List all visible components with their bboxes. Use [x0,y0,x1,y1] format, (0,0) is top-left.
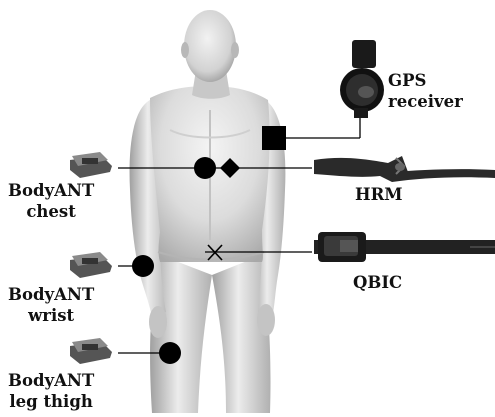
left-hand [149,306,167,338]
gps-label-line1: GPS [388,70,463,91]
gps-receiver-device-icon [340,40,384,118]
bodyant-chest-label: BodyANT chest [8,180,94,222]
head [184,10,236,82]
gps-marker-square [262,126,286,150]
right-ear [231,42,239,58]
hrm-label: HRM [355,184,403,205]
qbic-label: QBIC [353,272,402,293]
left-ear [181,42,189,58]
chest-marker-circle [194,157,216,179]
bodyant-wrist-sensor-icon [70,252,112,278]
gps-receiver-label: GPS receiver [388,70,463,112]
bodyant-wrist-label: BodyANT wrist [8,284,94,326]
right-hand [257,304,275,336]
bodyant-thigh-label: BodyANT leg thigh [8,370,94,412]
bodyant-chest-sensor-icon [70,152,112,178]
thigh-marker-circle [159,342,181,364]
gps-label-line2: receiver [388,91,463,112]
bodyant-thigh-sensor-icon [70,338,112,364]
qbic-belt-device-icon [314,232,495,262]
hrm-strap-device-icon [314,156,495,182]
wrist-marker-circle [132,255,154,277]
